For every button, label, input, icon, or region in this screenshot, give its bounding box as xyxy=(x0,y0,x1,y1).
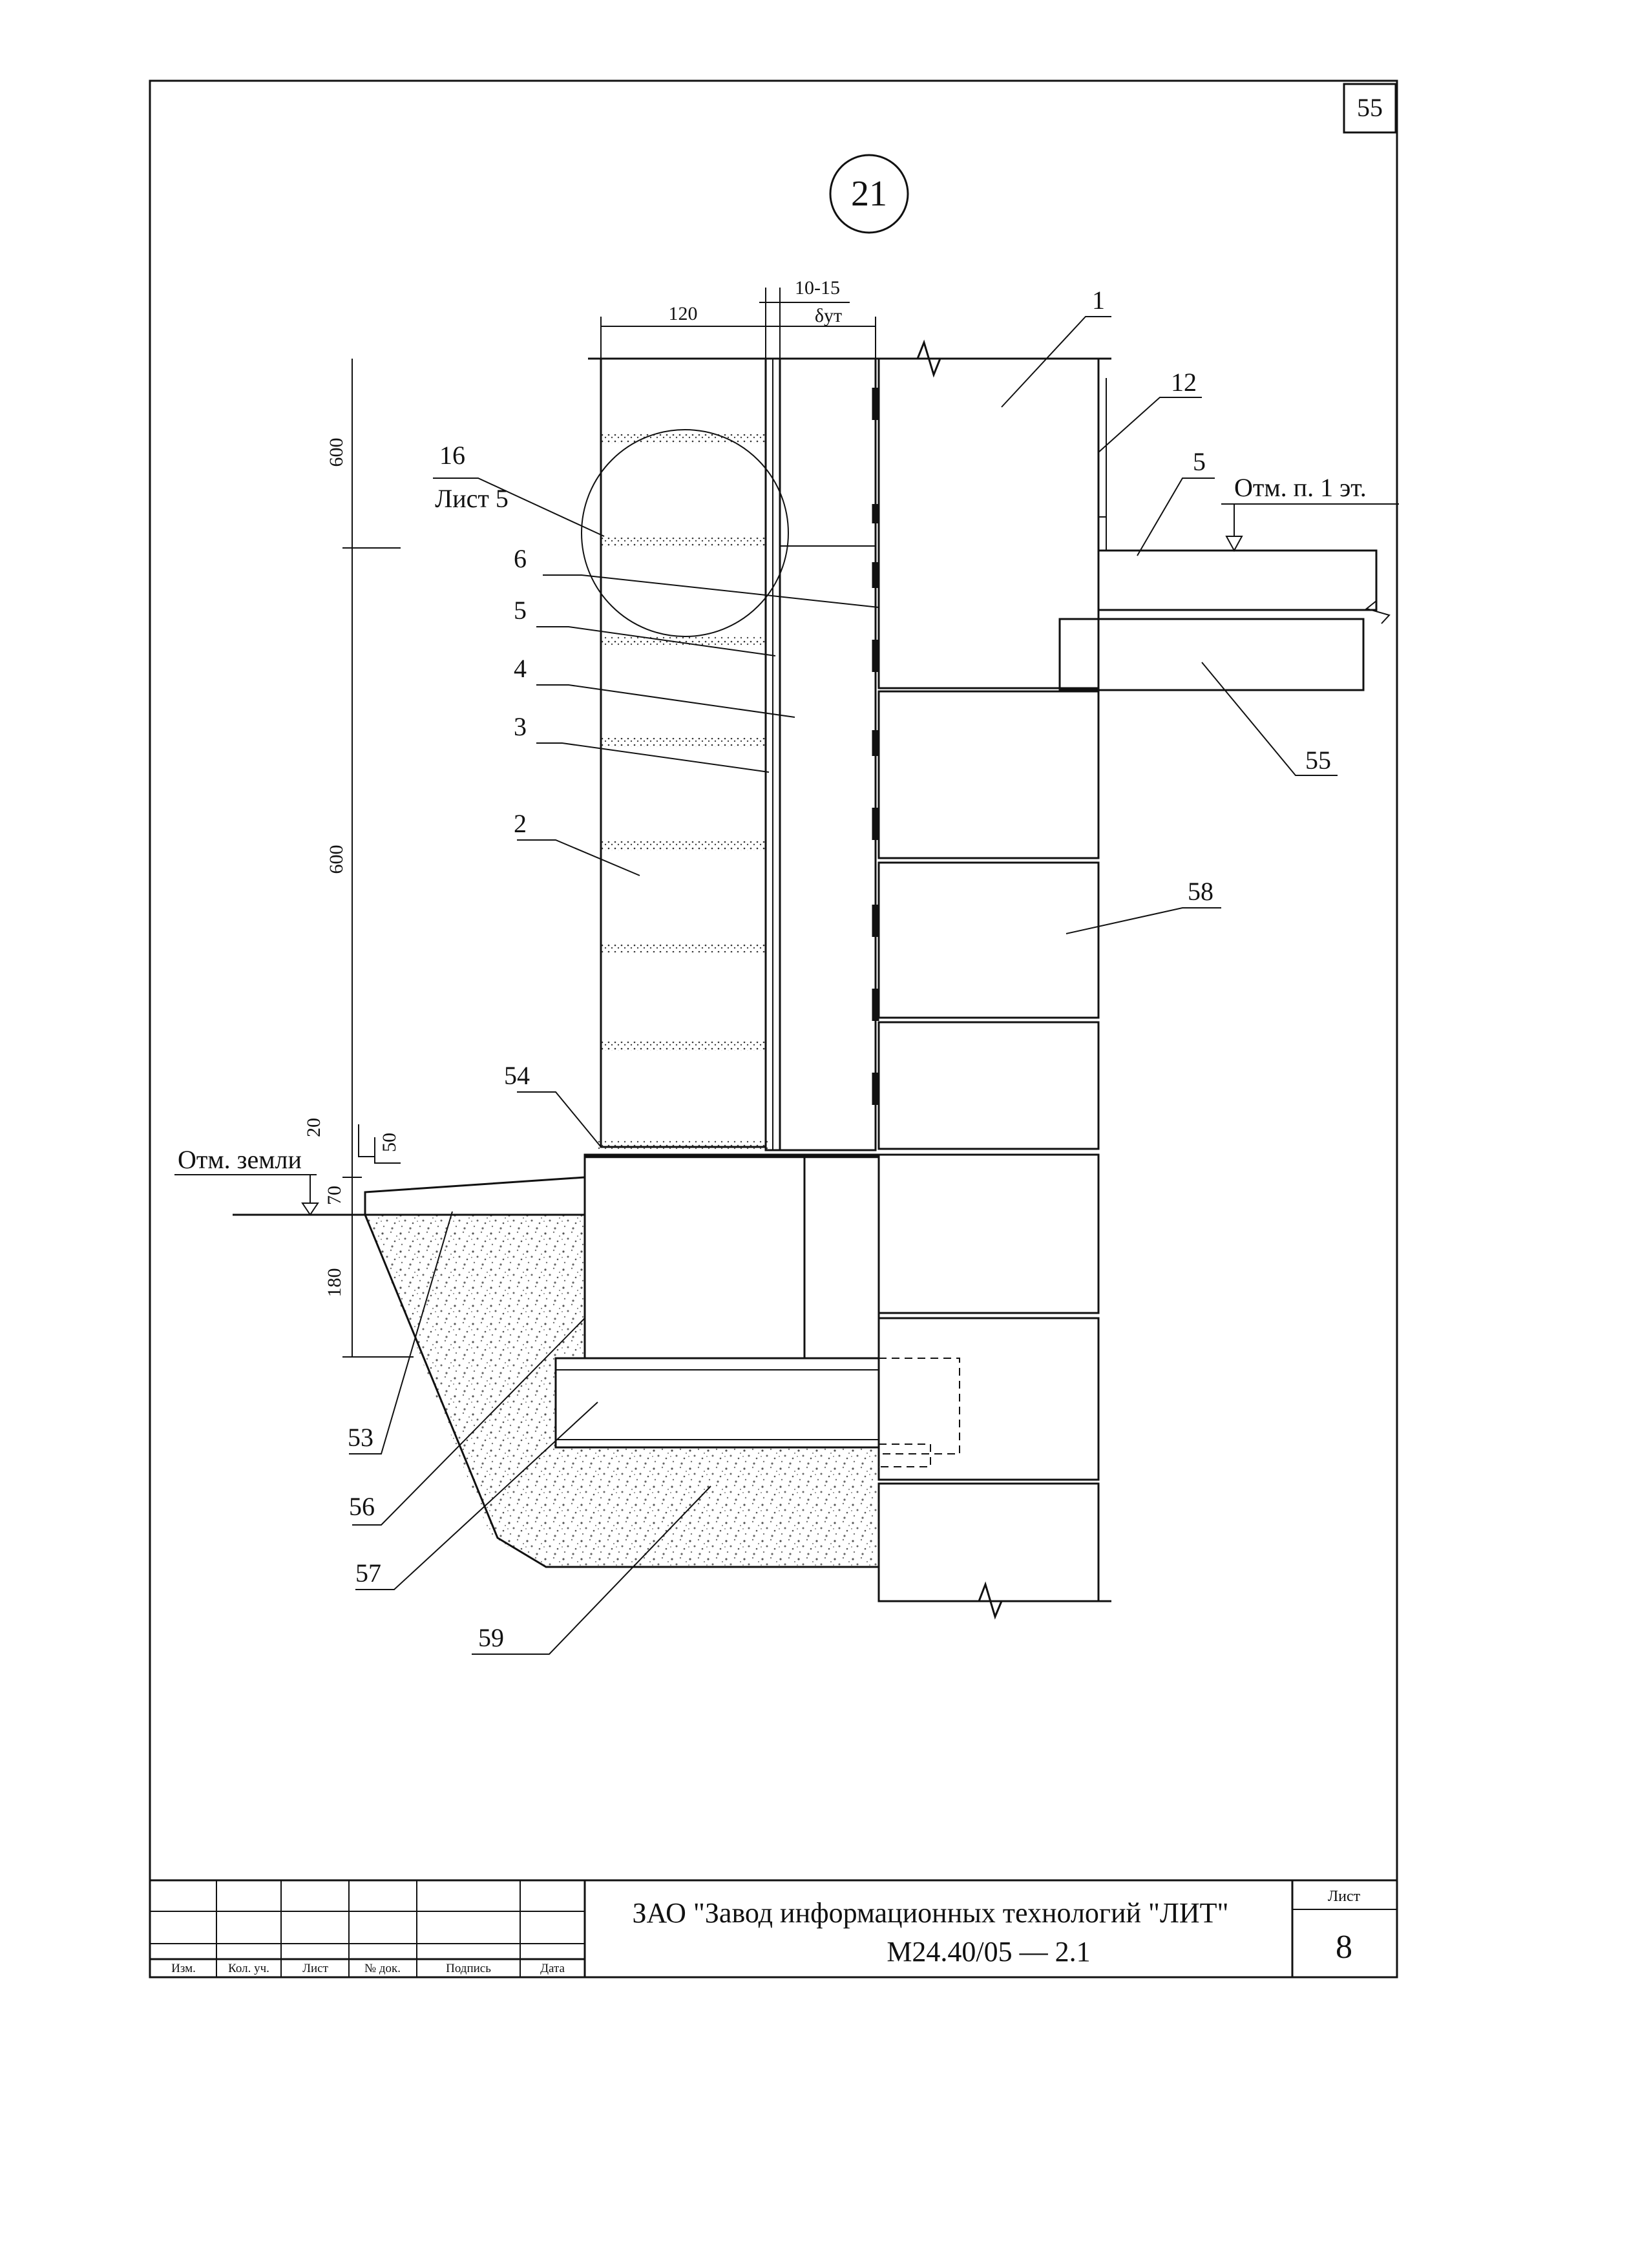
bearing-wall-blocks xyxy=(877,690,1100,1602)
tb-col-doc: № док. xyxy=(364,1962,401,1975)
facing-brick-column xyxy=(598,357,769,1151)
callout-2: 2 xyxy=(514,809,527,838)
backfill-outline xyxy=(364,1214,879,1568)
floor-level-mark: Отм. п. 1 эт. xyxy=(1221,473,1399,552)
callout-57: 57 xyxy=(355,1559,381,1588)
dim-20: 20 xyxy=(303,1118,324,1137)
bearing-wall-upper xyxy=(877,357,1100,689)
beam-element xyxy=(554,1357,960,1467)
callout-56: 56 xyxy=(349,1492,375,1521)
callout-labels: 1 12 5 55 58 16 Лист 5 6 5 4 3 2 54 53 5… xyxy=(348,286,1331,1652)
ground-level-mark: Отм. земли xyxy=(174,1145,365,1216)
callout-5: 5 xyxy=(514,596,527,625)
callout-leaders xyxy=(349,316,1338,1655)
plinth-block xyxy=(583,1153,880,1360)
callout-4: 4 xyxy=(514,654,527,683)
insulation-layer xyxy=(779,357,877,1151)
callout-16: 16 xyxy=(439,441,465,470)
tb-sheet-label: Лист xyxy=(1328,1888,1361,1905)
dimension-left: 600 600 20 50 70 180 xyxy=(303,359,414,1358)
dim-50: 50 xyxy=(379,1133,400,1152)
tb-document-code: М24.40/05 — 2.1 xyxy=(887,1936,1090,1968)
callout-1: 1 xyxy=(1092,286,1105,315)
dim-gap: 10-15 xyxy=(795,277,840,299)
callout-55: 55 xyxy=(1305,746,1331,775)
dim-brick-width: 120 xyxy=(669,303,698,324)
dim-70: 70 xyxy=(324,1186,345,1205)
dim-180: 180 xyxy=(324,1268,345,1297)
dimension-top: 120 10-15 δут xyxy=(600,277,876,359)
blind-area xyxy=(364,1176,586,1216)
callout-12: 12 xyxy=(1171,368,1197,397)
detail-reference-circle xyxy=(581,429,789,637)
tb-sheet-number: 8 xyxy=(1336,1929,1352,1966)
sand-backfill xyxy=(365,1215,879,1567)
callout-16-sheet: Лист 5 xyxy=(435,484,509,513)
ground-level-label: Отм. земли xyxy=(178,1145,302,1174)
floor-level-label: Отм. п. 1 эт. xyxy=(1234,473,1367,502)
callout-6: 6 xyxy=(514,544,527,573)
tb-col-kol: Кол. уч. xyxy=(228,1962,269,1975)
dim-upper-600: 600 xyxy=(326,438,347,467)
callout-5-right: 5 xyxy=(1193,447,1206,476)
callout-3: 3 xyxy=(514,712,527,741)
dim-lower-600: 600 xyxy=(326,845,347,874)
floor-construction xyxy=(1058,378,1378,691)
title-block: Изм. Кол. уч. Лист № док. Подпись Дата З… xyxy=(150,1879,1397,1977)
tb-col-list: Лист xyxy=(302,1962,328,1975)
tb-organization: ЗАО "Завод информационных технологий "ЛИ… xyxy=(633,1897,1229,1929)
callout-53: 53 xyxy=(348,1423,373,1452)
sheet-corner-box: 55 xyxy=(1343,83,1397,134)
sheet-frame xyxy=(149,79,1398,1979)
sheet-corner-number: 55 xyxy=(1357,93,1383,122)
dim-insulation: δут xyxy=(815,305,842,326)
callout-54: 54 xyxy=(504,1061,530,1090)
detail-marker: 21 xyxy=(829,154,909,234)
tb-col-date: Дата xyxy=(540,1962,565,1975)
tb-col-izm: Изм. xyxy=(171,1962,196,1975)
mortar-joints xyxy=(598,434,769,1151)
break-marks xyxy=(588,339,1391,1620)
detail-number: 21 xyxy=(851,174,887,214)
callout-58: 58 xyxy=(1188,877,1213,906)
callout-59: 59 xyxy=(478,1623,504,1652)
air-gap xyxy=(764,357,781,1151)
tb-col-sign: Подпись xyxy=(446,1962,491,1975)
